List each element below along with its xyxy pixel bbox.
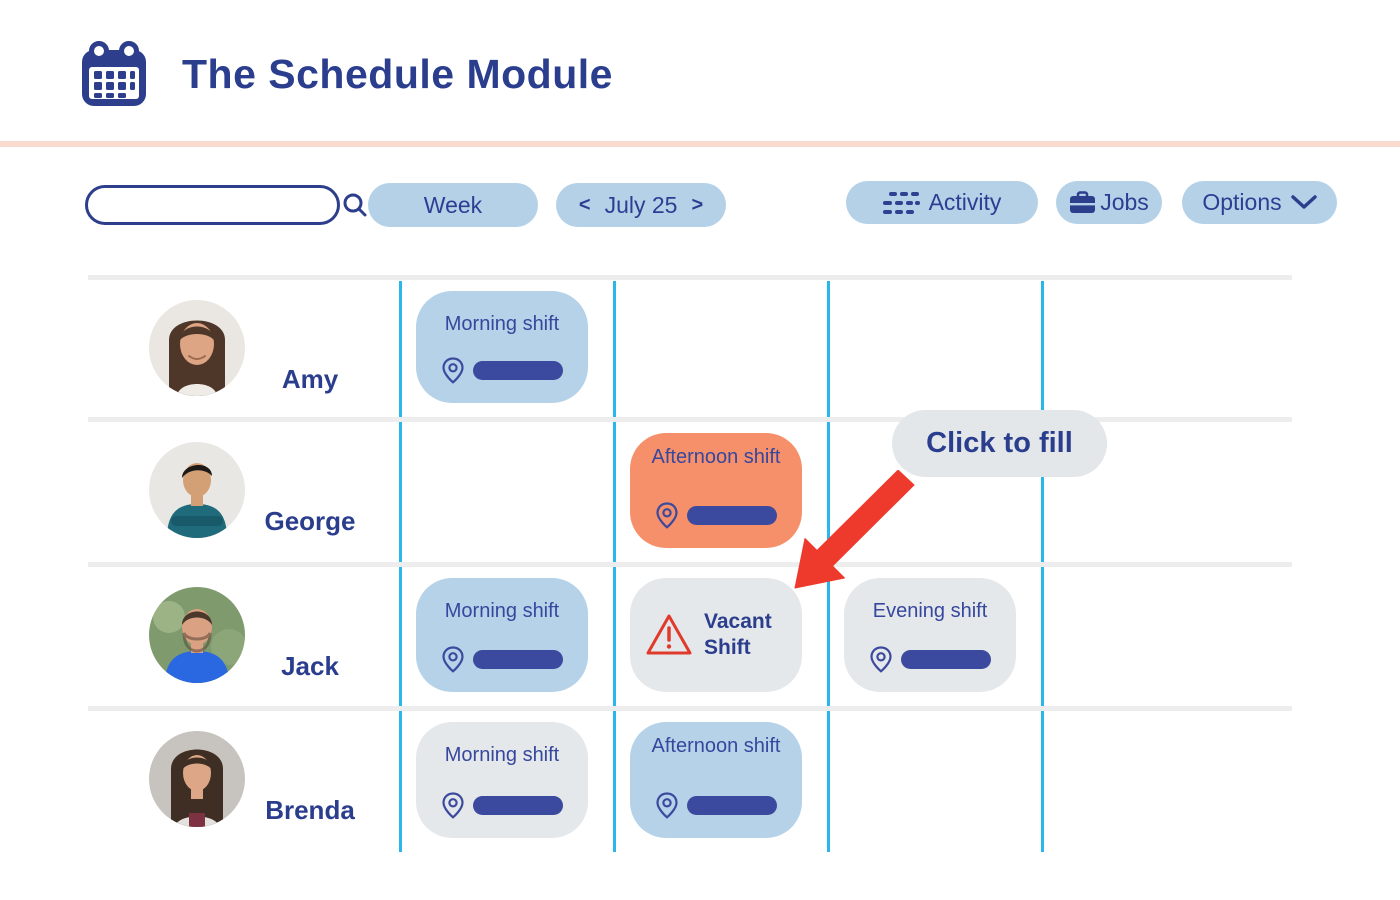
- row-separator: [88, 275, 1292, 280]
- location-pill: [687, 506, 777, 525]
- activity-button[interactable]: Activity: [846, 181, 1038, 224]
- week-button-label: Week: [423, 191, 483, 218]
- location-pin-icon: [442, 792, 464, 819]
- week-button[interactable]: Week: [368, 183, 538, 227]
- calendar-icon: [82, 41, 146, 106]
- location-pin-icon: [442, 646, 464, 673]
- shift-card[interactable]: Morning shift: [416, 291, 588, 403]
- shift-label: Vacant Shift: [704, 609, 772, 659]
- shift-card[interactable]: Morning shift: [416, 722, 588, 838]
- row-separator: [88, 562, 1292, 567]
- vacant-shift-card[interactable]: Vacant Shift: [630, 578, 802, 692]
- avatar: [149, 731, 245, 827]
- row-separator: [88, 417, 1292, 422]
- options-button-label: Options: [1202, 189, 1282, 215]
- search-box: [85, 185, 367, 225]
- shift-card[interactable]: Afternoon shift: [630, 433, 802, 548]
- location-pin-icon: [442, 357, 464, 384]
- location-pill: [687, 796, 777, 815]
- shift-label: Afternoon shift: [651, 735, 781, 757]
- shift-location: [656, 792, 777, 819]
- date-navigator: < July 25 >: [556, 183, 726, 227]
- warning-triangle-icon: [646, 614, 692, 655]
- employee-name: George: [264, 506, 356, 536]
- avatar: [149, 442, 245, 538]
- location-pin-icon: [656, 502, 678, 529]
- shift-card[interactable]: Evening shift: [844, 578, 1016, 692]
- click-to-fill-tooltip: Click to fill: [892, 410, 1107, 477]
- employee-name: Brenda: [265, 795, 355, 825]
- shift-label: Evening shift: [872, 600, 988, 622]
- activity-list-icon: [882, 191, 920, 214]
- avatar-image: [149, 300, 245, 396]
- header: The Schedule Module: [78, 38, 613, 110]
- page-title: The Schedule Module: [182, 50, 613, 97]
- avatar: [149, 587, 245, 683]
- search-icon[interactable]: [342, 192, 368, 218]
- shift-label: Morning shift: [444, 313, 560, 335]
- shift-location: [656, 502, 777, 529]
- avatar-image: [149, 442, 245, 538]
- shift-label: Morning shift: [444, 600, 560, 622]
- shift-card[interactable]: Morning shift: [416, 578, 588, 692]
- avatar-image: [149, 587, 245, 683]
- location-pill: [473, 650, 563, 669]
- chevron-down-icon: [1290, 195, 1317, 209]
- location-pin-icon: [656, 792, 678, 819]
- prev-date-button[interactable]: <: [578, 193, 591, 216]
- shift-location: [442, 792, 563, 819]
- shift-location: [442, 646, 563, 673]
- location-pin-icon: [870, 646, 892, 673]
- search-input[interactable]: [88, 188, 342, 222]
- row-separator: [88, 706, 1292, 711]
- next-date-button[interactable]: >: [691, 193, 704, 216]
- options-button[interactable]: Options: [1182, 181, 1337, 224]
- employee-name: Jack: [281, 651, 339, 681]
- header-divider: [0, 141, 1400, 147]
- location-pill: [473, 796, 563, 815]
- location-pill: [901, 650, 991, 669]
- shift-card[interactable]: Afternoon shift: [630, 722, 802, 838]
- jobs-button[interactable]: Jobs: [1056, 181, 1162, 224]
- red-arrow-icon: [794, 470, 915, 589]
- shift-label: Afternoon shift: [651, 446, 781, 468]
- briefcase-icon: [1070, 190, 1096, 213]
- shift-location: [442, 357, 563, 384]
- shift-label: Morning shift: [444, 744, 560, 766]
- avatar: [149, 300, 245, 396]
- activity-button-label: Activity: [928, 189, 1002, 215]
- location-pill: [473, 361, 563, 380]
- date-label: July 25: [604, 191, 678, 218]
- jobs-button-label: Jobs: [1100, 189, 1149, 215]
- employee-name: Amy: [281, 364, 339, 394]
- shift-location: [870, 646, 991, 673]
- avatar-image: [149, 731, 245, 827]
